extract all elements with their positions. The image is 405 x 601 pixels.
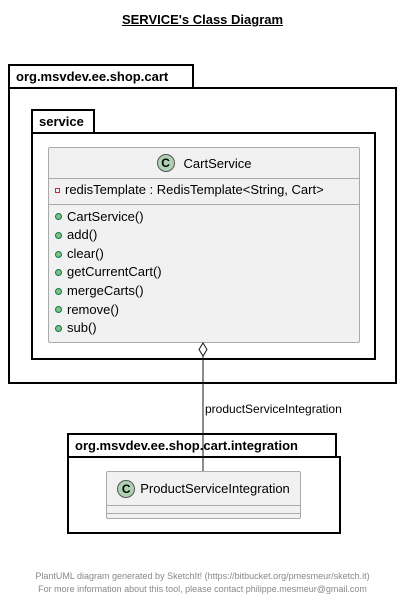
class-icon: C xyxy=(156,154,175,172)
operation-list: CartService() add() clear() getCurrentCa… xyxy=(49,205,359,342)
diagram-title: SERVICE's Class Diagram xyxy=(121,12,284,27)
operation-text: clear() xyxy=(67,245,104,261)
public-marker-icon xyxy=(55,213,62,221)
attribute-divider xyxy=(49,178,359,179)
class-icon: C xyxy=(117,479,136,498)
aggregation-diamond-icon xyxy=(198,342,208,357)
operation-text: sub() xyxy=(67,320,97,336)
operation-text: CartService() xyxy=(67,208,144,224)
public-marker-icon xyxy=(55,287,62,295)
operation-row: CartService() xyxy=(55,208,353,227)
class-name: CartService xyxy=(183,155,252,171)
public-marker-icon xyxy=(55,324,62,332)
operation-row: mergeCarts() xyxy=(55,282,353,301)
attribute-divider xyxy=(107,505,300,506)
operation-divider xyxy=(49,203,359,205)
class-header: C CartService xyxy=(49,148,359,178)
operation-text: mergeCarts() xyxy=(67,282,144,298)
attribute-row: redisTemplate : RedisTemplate<String, Ca… xyxy=(55,181,353,200)
package-tab-integration: org.msvdev.ee.shop.cart.integration xyxy=(67,433,337,457)
footer-line-2: For more information about this tool, pl… xyxy=(38,584,367,594)
public-marker-icon xyxy=(55,306,62,314)
class-product-service-integration[interactable]: C ProductServiceIntegration xyxy=(106,471,301,519)
operation-divider xyxy=(107,513,300,514)
package-tab-outer: org.msvdev.ee.shop.cart xyxy=(8,64,194,88)
class-name: ProductServiceIntegration xyxy=(140,481,290,496)
relation-label: productServiceIntegration xyxy=(205,402,342,416)
operation-row: add() xyxy=(55,226,353,245)
operation-text: add() xyxy=(67,227,98,243)
operation-row: sub() xyxy=(55,319,353,338)
operation-row: remove() xyxy=(55,301,353,320)
public-marker-icon xyxy=(55,269,62,277)
private-marker-icon xyxy=(55,187,60,193)
class-cart-service[interactable]: C CartService redisTemplate : RedisTempl… xyxy=(48,147,360,343)
attribute-list xyxy=(107,506,300,513)
public-marker-icon xyxy=(55,231,62,239)
operation-text: remove() xyxy=(67,301,120,317)
package-tab-service: service xyxy=(31,109,95,133)
operation-text: getCurrentCart() xyxy=(67,264,162,280)
attribute-text: redisTemplate : RedisTemplate<String, Ca… xyxy=(65,182,324,197)
operation-row: getCurrentCart() xyxy=(55,263,353,282)
public-marker-icon xyxy=(55,250,62,258)
footer-line-1: PlantUML diagram generated by SketchIt! … xyxy=(35,571,370,581)
class-header: C ProductServiceIntegration xyxy=(107,472,300,505)
operation-row: clear() xyxy=(55,245,353,264)
attribute-list: redisTemplate : RedisTemplate<String, Ca… xyxy=(49,179,359,204)
